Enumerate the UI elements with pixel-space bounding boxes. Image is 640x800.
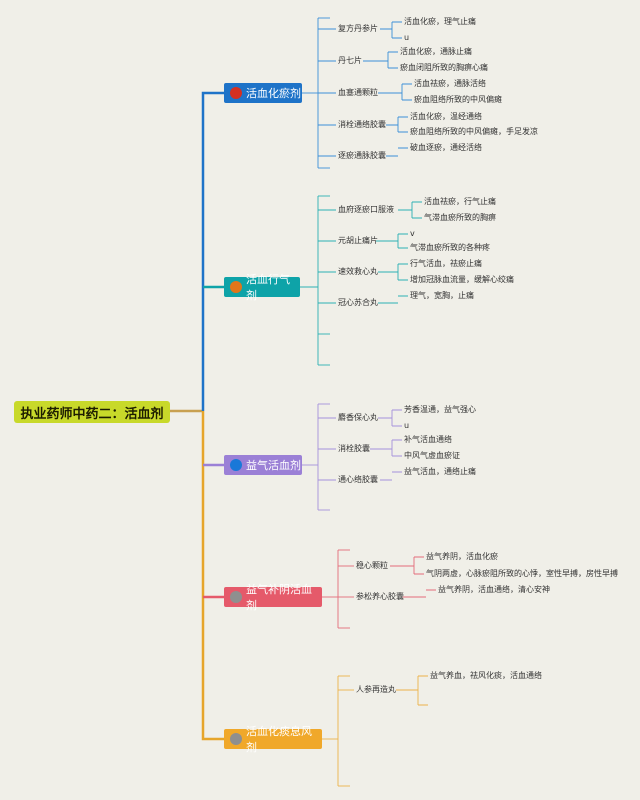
drug-detail: 活血化瘀，通脉止痛 — [400, 47, 472, 56]
category-activating-blood-removing-stasis[interactable]: 活血化瘀剂 — [224, 83, 302, 103]
drug-detail: u — [404, 421, 410, 430]
category-activating-blood-resolving-phlegm-wind[interactable]: 活血化痰息风剂 — [224, 725, 322, 754]
drug-name[interactable]: 血府逐瘀口服液 — [338, 205, 394, 214]
drug-name[interactable]: 通心络胶囊 — [338, 475, 378, 484]
drug-name[interactable]: 稳心颗粒 — [356, 561, 388, 570]
drug-detail: 气滞血瘀所致的胸痹 — [424, 213, 496, 222]
category-dot-icon — [230, 281, 242, 293]
category-dot-icon — [230, 591, 242, 603]
drug-detail: 理气，宽胸，止痛 — [410, 291, 474, 300]
drug-name[interactable]: 速效救心丸 — [338, 267, 378, 276]
drug-detail: u — [404, 33, 410, 42]
drug-name[interactable]: 麝香保心丸 — [338, 413, 378, 422]
drug-name[interactable]: 参松养心胶囊 — [356, 592, 404, 601]
drug-detail: 行气活血，祛瘀止痛 — [410, 259, 482, 268]
drug-detail: 益气养阴，活血化瘀 — [426, 552, 498, 561]
drug-detail: 瘀血阻络所致的中风偏瘫，手足发凉 — [410, 127, 538, 136]
drug-name[interactable]: 消栓通络胶囊 — [338, 120, 386, 129]
drug-detail: 气滞血瘀所致的各种疼 — [410, 243, 490, 252]
category-dot-icon — [230, 87, 242, 99]
category-activating-blood-moving-qi[interactable]: 活血行气剂 — [224, 273, 300, 302]
drug-name[interactable]: 冠心苏合丸 — [338, 298, 378, 307]
drug-detail: 活血化瘀，理气止痛 — [404, 17, 476, 26]
drug-detail: v — [410, 229, 415, 238]
drug-name[interactable]: 消栓胶囊 — [338, 444, 370, 453]
drug-detail: 气阴两虚，心脉瘀阻所致的心悸，室性早搏，房性早搏 — [426, 569, 618, 578]
category-dot-icon — [230, 733, 242, 745]
drug-name[interactable]: 血塞通颗粒 — [338, 88, 378, 97]
category-dot-icon — [230, 459, 242, 471]
drug-detail: 活血化瘀，温经通络 — [410, 112, 482, 121]
drug-name[interactable]: 人参再造丸 — [356, 685, 396, 694]
category-tonifying-qi-yin-activating-blood[interactable]: 益气补阴活血剂 — [224, 583, 322, 612]
drug-detail: 破血逐瘀，通经活络 — [410, 143, 482, 152]
drug-name[interactable]: 丹七片 — [338, 56, 362, 65]
drug-detail: 瘀血闭阻所致的胸痹心痛 — [400, 63, 488, 72]
category-label: 活血化痰息风剂 — [246, 725, 312, 754]
drug-detail: 益气养血，祛风化痰，活血通络 — [430, 671, 542, 680]
drug-detail: 补气活血通络 — [404, 435, 452, 444]
category-label: 益气活血剂 — [246, 459, 301, 472]
drug-name[interactable]: 元胡止痛片 — [338, 236, 378, 245]
root-topic[interactable]: 执业药师中药二：活血剂 — [14, 401, 170, 423]
category-tonifying-qi-activating-blood[interactable]: 益气活血剂 — [224, 455, 302, 475]
drug-detail: 中风气虚血瘀证 — [404, 451, 460, 460]
drug-detail: 芳香温通，益气强心 — [404, 405, 476, 414]
drug-detail: 益气活血，通络止痛 — [404, 467, 476, 476]
drug-detail: 活血祛瘀，行气止痛 — [424, 197, 496, 206]
drug-detail: 活血祛瘀，通脉活络 — [414, 79, 486, 88]
category-label: 活血化瘀剂 — [246, 87, 301, 100]
drug-name[interactable]: 逐瘀通脉胶囊 — [338, 151, 386, 160]
drug-detail: 瘀血阻络所致的中风偏瘫 — [414, 95, 502, 104]
drug-detail: 益气养阴，活血通络，清心安神 — [438, 585, 550, 594]
category-label: 益气补阴活血剂 — [246, 583, 312, 612]
drug-name[interactable]: 复方丹参片 — [338, 24, 378, 33]
drug-detail: 增加冠脉血流量，缓解心绞痛 — [410, 275, 514, 284]
category-label: 活血行气剂 — [246, 273, 290, 302]
